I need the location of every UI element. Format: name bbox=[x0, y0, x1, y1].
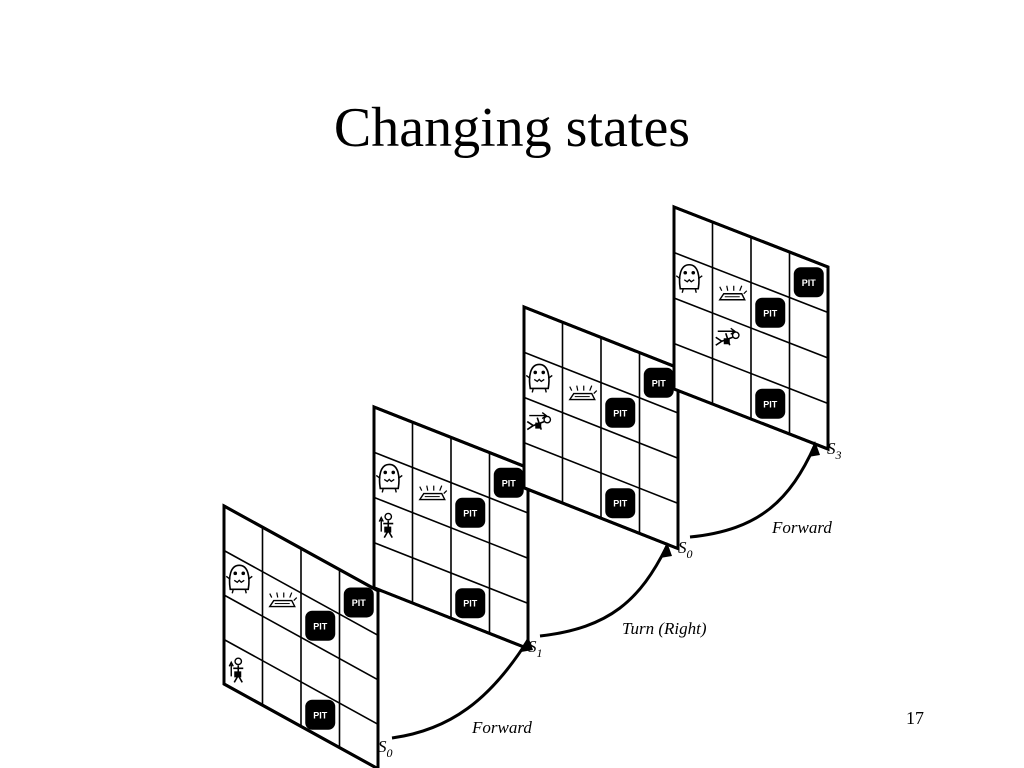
pit-tile: PIT bbox=[605, 488, 636, 519]
grid-line bbox=[223, 638, 379, 726]
pit-label: PIT bbox=[802, 278, 817, 288]
pit-label: PIT bbox=[652, 378, 667, 388]
gold-icon bbox=[418, 485, 448, 501]
transition-label: Forward bbox=[771, 518, 832, 537]
pit-tile: PIT bbox=[793, 267, 824, 298]
transition-label: Forward bbox=[471, 718, 532, 737]
wumpus-icon bbox=[225, 564, 253, 594]
state-label: S3 bbox=[827, 439, 842, 462]
grid-line bbox=[373, 541, 529, 605]
arrows-layer bbox=[391, 441, 820, 740]
gold-icon bbox=[718, 285, 748, 301]
pit-label: PIT bbox=[763, 308, 778, 318]
agent-right-icon bbox=[526, 412, 552, 431]
pit-label: PIT bbox=[763, 399, 778, 409]
state-grid: PIT PIT PIT bbox=[222, 503, 380, 768]
agent-right-icon bbox=[715, 327, 740, 346]
pit-label: PIT bbox=[613, 408, 628, 418]
transition-arrow bbox=[689, 444, 817, 539]
agent-up-icon bbox=[378, 512, 394, 538]
pit-label: PIT bbox=[313, 710, 328, 720]
pit-tile: PIT bbox=[643, 367, 674, 398]
arrowhead-icon bbox=[808, 441, 820, 457]
wumpus-icon bbox=[675, 263, 703, 293]
state-grid: PIT PIT PIT bbox=[672, 204, 830, 452]
agent-up-icon bbox=[228, 657, 244, 683]
state-label: S0 bbox=[678, 538, 693, 561]
state-label: S1 bbox=[528, 637, 543, 660]
pit-tile: PIT bbox=[455, 497, 486, 528]
state-grid: PIT PIT PIT bbox=[372, 404, 530, 651]
state-label: S0 bbox=[378, 737, 393, 760]
transition-arrow bbox=[391, 639, 530, 740]
pit-label: PIT bbox=[502, 478, 517, 488]
gold-icon bbox=[568, 385, 598, 401]
page-number: 17 bbox=[906, 708, 924, 728]
wumpus-icon bbox=[375, 463, 403, 493]
wumpus-icon bbox=[525, 363, 553, 393]
grid-line bbox=[673, 297, 829, 359]
pit-tile: PIT bbox=[305, 610, 336, 641]
grid-line bbox=[523, 441, 679, 505]
pit-tile: PIT bbox=[493, 467, 524, 498]
state-grid: PIT PIT PIT bbox=[522, 304, 680, 551]
arrowhead-icon bbox=[660, 542, 672, 558]
pit-label: PIT bbox=[613, 499, 628, 509]
pit-label: PIT bbox=[352, 598, 367, 608]
pit-label: PIT bbox=[463, 599, 478, 609]
grids-layer: PIT PIT PIT PIT PIT PIT PIT PIT PIT PIT PIT PIT bbox=[222, 204, 830, 768]
grid-line bbox=[223, 594, 379, 681]
pit-tile: PIT bbox=[455, 588, 486, 619]
pit-tile: PIT bbox=[305, 699, 336, 730]
transition-label: Turn (Right) bbox=[622, 619, 707, 638]
gold-icon bbox=[268, 592, 298, 608]
transition-arrow bbox=[539, 545, 669, 638]
pit-tile: PIT bbox=[605, 397, 636, 428]
grid-line bbox=[673, 342, 829, 405]
pit-label: PIT bbox=[463, 508, 478, 518]
slide-title: Changing states bbox=[333, 97, 691, 159]
pit-tile: PIT bbox=[343, 587, 374, 618]
grid-line bbox=[373, 496, 529, 559]
grid-line bbox=[523, 396, 679, 459]
pit-label: PIT bbox=[313, 621, 328, 631]
arrowhead-icon bbox=[521, 636, 533, 652]
pit-tile: PIT bbox=[755, 388, 786, 419]
pit-tile: PIT bbox=[755, 297, 786, 328]
